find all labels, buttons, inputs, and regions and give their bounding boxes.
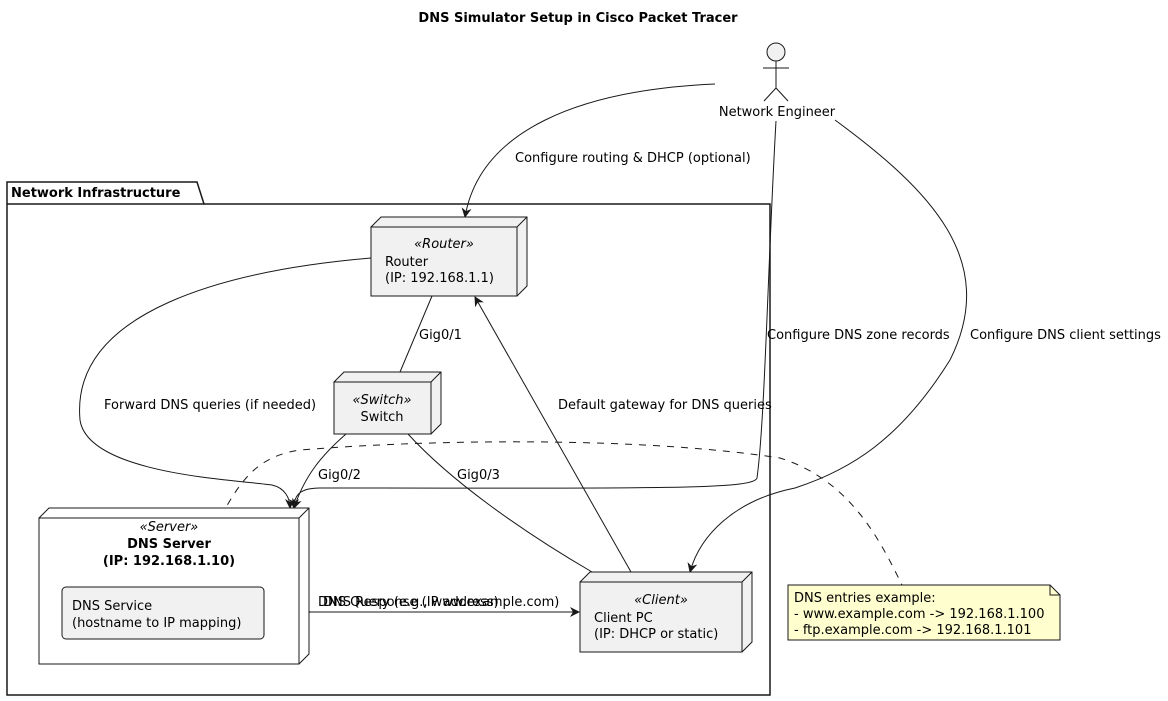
label-forward-dns: Forward DNS queries (if needed)	[104, 398, 316, 413]
edge-router-switch	[399, 295, 433, 373]
server-name: DNS Server	[127, 537, 211, 552]
label-configure-dns-zone: Configure DNS zone records	[767, 328, 950, 343]
label-gig03: Gig0/3	[457, 468, 500, 483]
label-dns-response: DNS Response (IP address)	[323, 595, 499, 610]
label-configure-routing: Configure routing & DHCP (optional)	[515, 151, 751, 166]
switch-stereotype: «Switch»	[352, 393, 411, 408]
note-line: - ftp.example.com -> 192.168.1.101	[794, 623, 1031, 638]
router-node: «Router» Router (IP: 192.168.1.1)	[370, 216, 528, 297]
service-desc: (hostname to IP mapping)	[72, 616, 241, 631]
switch-node: «Switch» Switch	[333, 371, 442, 435]
network-engineer-actor: Network Engineer	[719, 42, 836, 120]
edge-engineer-router	[461, 83, 716, 218]
label-default-gateway: Default gateway for DNS queries	[558, 398, 772, 413]
label-gig02: Gig0/2	[318, 468, 361, 483]
switch-name: Switch	[361, 410, 404, 425]
edge-client-router	[474, 296, 632, 573]
router-ip: (IP: 192.168.1.1)	[385, 271, 494, 286]
package-label: Network Infrastructure	[11, 186, 181, 201]
edge-switch-client	[407, 433, 593, 573]
label-dns-query: DNS Query (e.g., www.example.com)	[318, 595, 559, 610]
edge-router-dns-server	[79, 257, 372, 509]
note-anchor-line	[175, 441, 903, 589]
diagram-title: DNS Simulator Setup in Cisco Packet Trac…	[418, 11, 738, 26]
router-stereotype: «Router»	[414, 237, 474, 252]
actor-label: Network Engineer	[719, 105, 836, 120]
server-stereotype: «Server»	[140, 520, 199, 535]
label-configure-dns-client: Configure DNS client settings	[970, 328, 1161, 343]
connections	[79, 83, 968, 617]
edge-labels: Configure routing & DHCP (optional) Conf…	[104, 151, 1161, 610]
note-line: - www.example.com -> 192.168.1.100	[794, 607, 1044, 622]
client-ip: (IP: DHCP or static)	[594, 627, 718, 642]
server-ip: (IP: 192.168.1.10)	[103, 554, 235, 569]
dns-server-node: «Server» DNS Server (IP: 192.168.1.10)	[38, 507, 310, 665]
service-name: DNS Service	[72, 599, 152, 614]
client-stereotype: «Client»	[634, 593, 688, 608]
network-infrastructure-package: Network Infrastructure	[6, 181, 771, 696]
client-name: Client PC	[594, 611, 653, 626]
client-pc-node: «Client» Client PC (IP: DHCP or static)	[579, 571, 753, 653]
dns-entries-note: DNS entries example: - www.example.com -…	[787, 584, 1061, 641]
dns-service-component: DNS Service (hostname to IP mapping)	[61, 586, 265, 640]
note-line: DNS entries example:	[794, 591, 936, 606]
edge-switch-dns-server	[292, 433, 347, 509]
router-name: Router	[385, 255, 429, 270]
label-gig01: Gig0/1	[419, 328, 462, 343]
edge-engineer-client	[687, 119, 968, 573]
edge-engineer-dns-server	[289, 120, 777, 509]
